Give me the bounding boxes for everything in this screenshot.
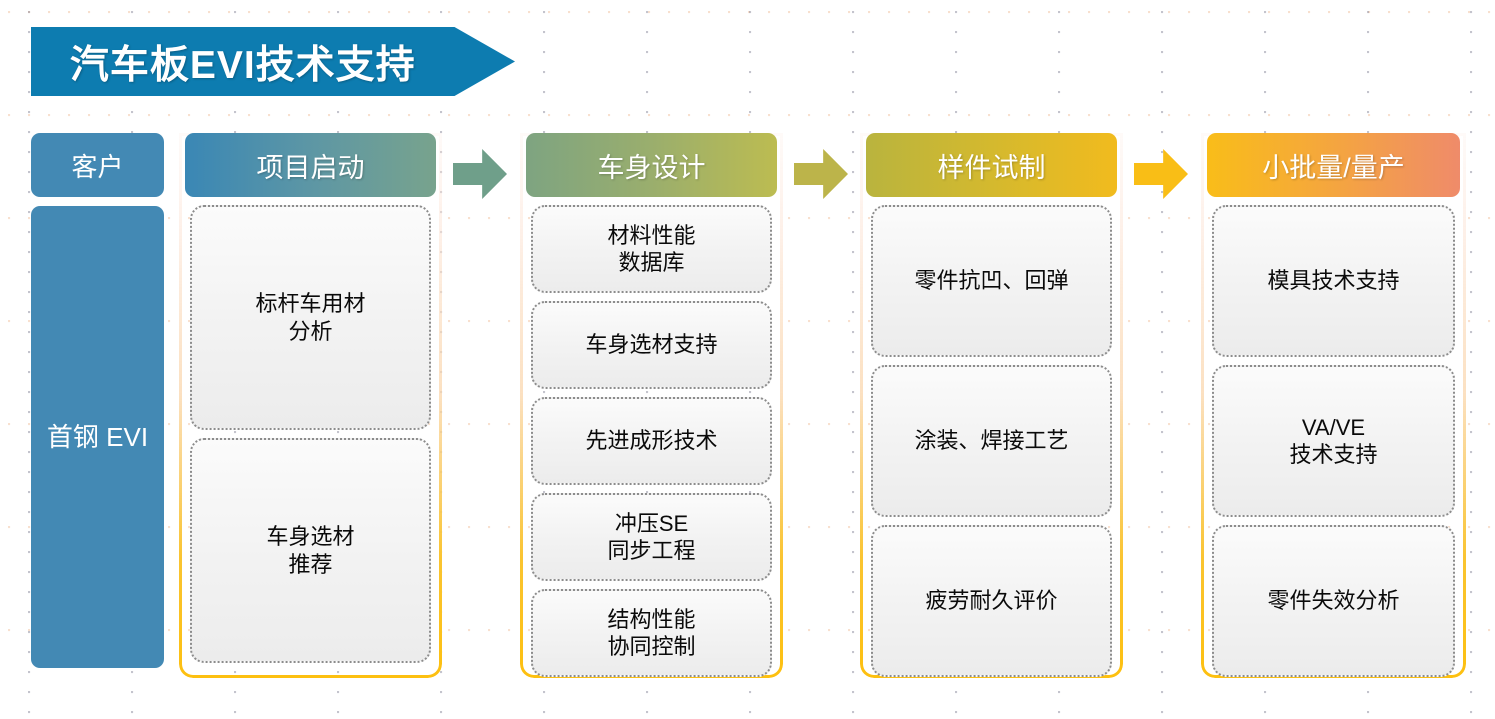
stage-item[interactable]: 模具技术支持 xyxy=(1212,205,1455,357)
customer-header: 客户 xyxy=(31,133,164,197)
stage-item[interactable]: 结构性能 协同控制 xyxy=(531,589,772,677)
stage-item-list: 标杆车用材 分析 车身选材 推荐 xyxy=(190,205,431,663)
title-banner: 汽车板EVI技术支持 xyxy=(31,27,515,96)
stage-item-list: 模具技术支持 VA/VE 技术支持 零件失效分析 xyxy=(1212,205,1455,677)
arrow-right-icon xyxy=(794,149,848,199)
customer-body-shougang-evi: 首钢 EVI xyxy=(31,206,164,668)
stage-item[interactable]: VA/VE 技术支持 xyxy=(1212,365,1455,517)
stage-shell: 小批量/量产 模具技术支持 VA/VE 技术支持 零件失效分析 xyxy=(1201,133,1466,678)
customer-column: 客户 首钢 EVI xyxy=(31,133,164,668)
stage-item[interactable]: 涂装、焊接工艺 xyxy=(871,365,1112,517)
page-title: 汽车板EVI技术支持 xyxy=(69,43,416,87)
stage-shell: 项目启动 标杆车用材 分析 车身选材 推荐 xyxy=(179,133,442,678)
stage-item[interactable]: 疲劳耐久评价 xyxy=(871,525,1112,677)
stage-column-small-batch-mass-production: 小批量/量产 模具技术支持 VA/VE 技术支持 零件失效分析 xyxy=(1201,133,1466,678)
stage-header-body-design[interactable]: 车身设计 xyxy=(526,133,777,197)
title-banner-arrow-shape xyxy=(31,27,515,96)
stage-column-project-kickoff: 项目启动 标杆车用材 分析 车身选材 推荐 xyxy=(179,133,442,678)
stage-column-prototype-trial: 样件试制 零件抗凹、回弹 涂装、焊接工艺 疲劳耐久评价 xyxy=(860,133,1123,678)
stage-item[interactable]: 冲压SE 同步工程 xyxy=(531,493,772,581)
arrow-right-icon-shape xyxy=(453,149,507,199)
arrow-right-icon-shape xyxy=(794,149,848,199)
stage-shell: 样件试制 零件抗凹、回弹 涂装、焊接工艺 疲劳耐久评价 xyxy=(860,133,1123,678)
arrow-right-icon xyxy=(453,149,507,199)
stage-shell: 车身设计 材料性能 数据库 车身选材支持 先进成形技术 冲压SE 同步工程 结构… xyxy=(520,133,783,678)
process-flow-board: 客户 首钢 EVI 项目启动 标杆车用材 分析 车身选材 推荐 车身设计 材料性… xyxy=(31,133,1465,678)
stage-header-prototype-trial[interactable]: 样件试制 xyxy=(866,133,1117,197)
stage-item[interactable]: 材料性能 数据库 xyxy=(531,205,772,293)
stage-header-small-batch-mass-production[interactable]: 小批量/量产 xyxy=(1207,133,1460,197)
stage-item[interactable]: 车身选材支持 xyxy=(531,301,772,389)
stage-item[interactable]: 零件失效分析 xyxy=(1212,525,1455,677)
stage-item-list: 材料性能 数据库 车身选材支持 先进成形技术 冲压SE 同步工程 结构性能 协同… xyxy=(531,205,772,677)
arrow-right-icon xyxy=(1134,149,1188,199)
stage-header-project-kickoff[interactable]: 项目启动 xyxy=(185,133,436,197)
stage-item-list: 零件抗凹、回弹 涂装、焊接工艺 疲劳耐久评价 xyxy=(871,205,1112,677)
stage-item[interactable]: 标杆车用材 分析 xyxy=(190,205,431,430)
stage-column-body-design: 车身设计 材料性能 数据库 车身选材支持 先进成形技术 冲压SE 同步工程 结构… xyxy=(520,133,783,678)
stage-item[interactable]: 零件抗凹、回弹 xyxy=(871,205,1112,357)
stage-item[interactable]: 先进成形技术 xyxy=(531,397,772,485)
stage-item[interactable]: 车身选材 推荐 xyxy=(190,438,431,663)
arrow-right-icon-shape xyxy=(1134,149,1188,199)
